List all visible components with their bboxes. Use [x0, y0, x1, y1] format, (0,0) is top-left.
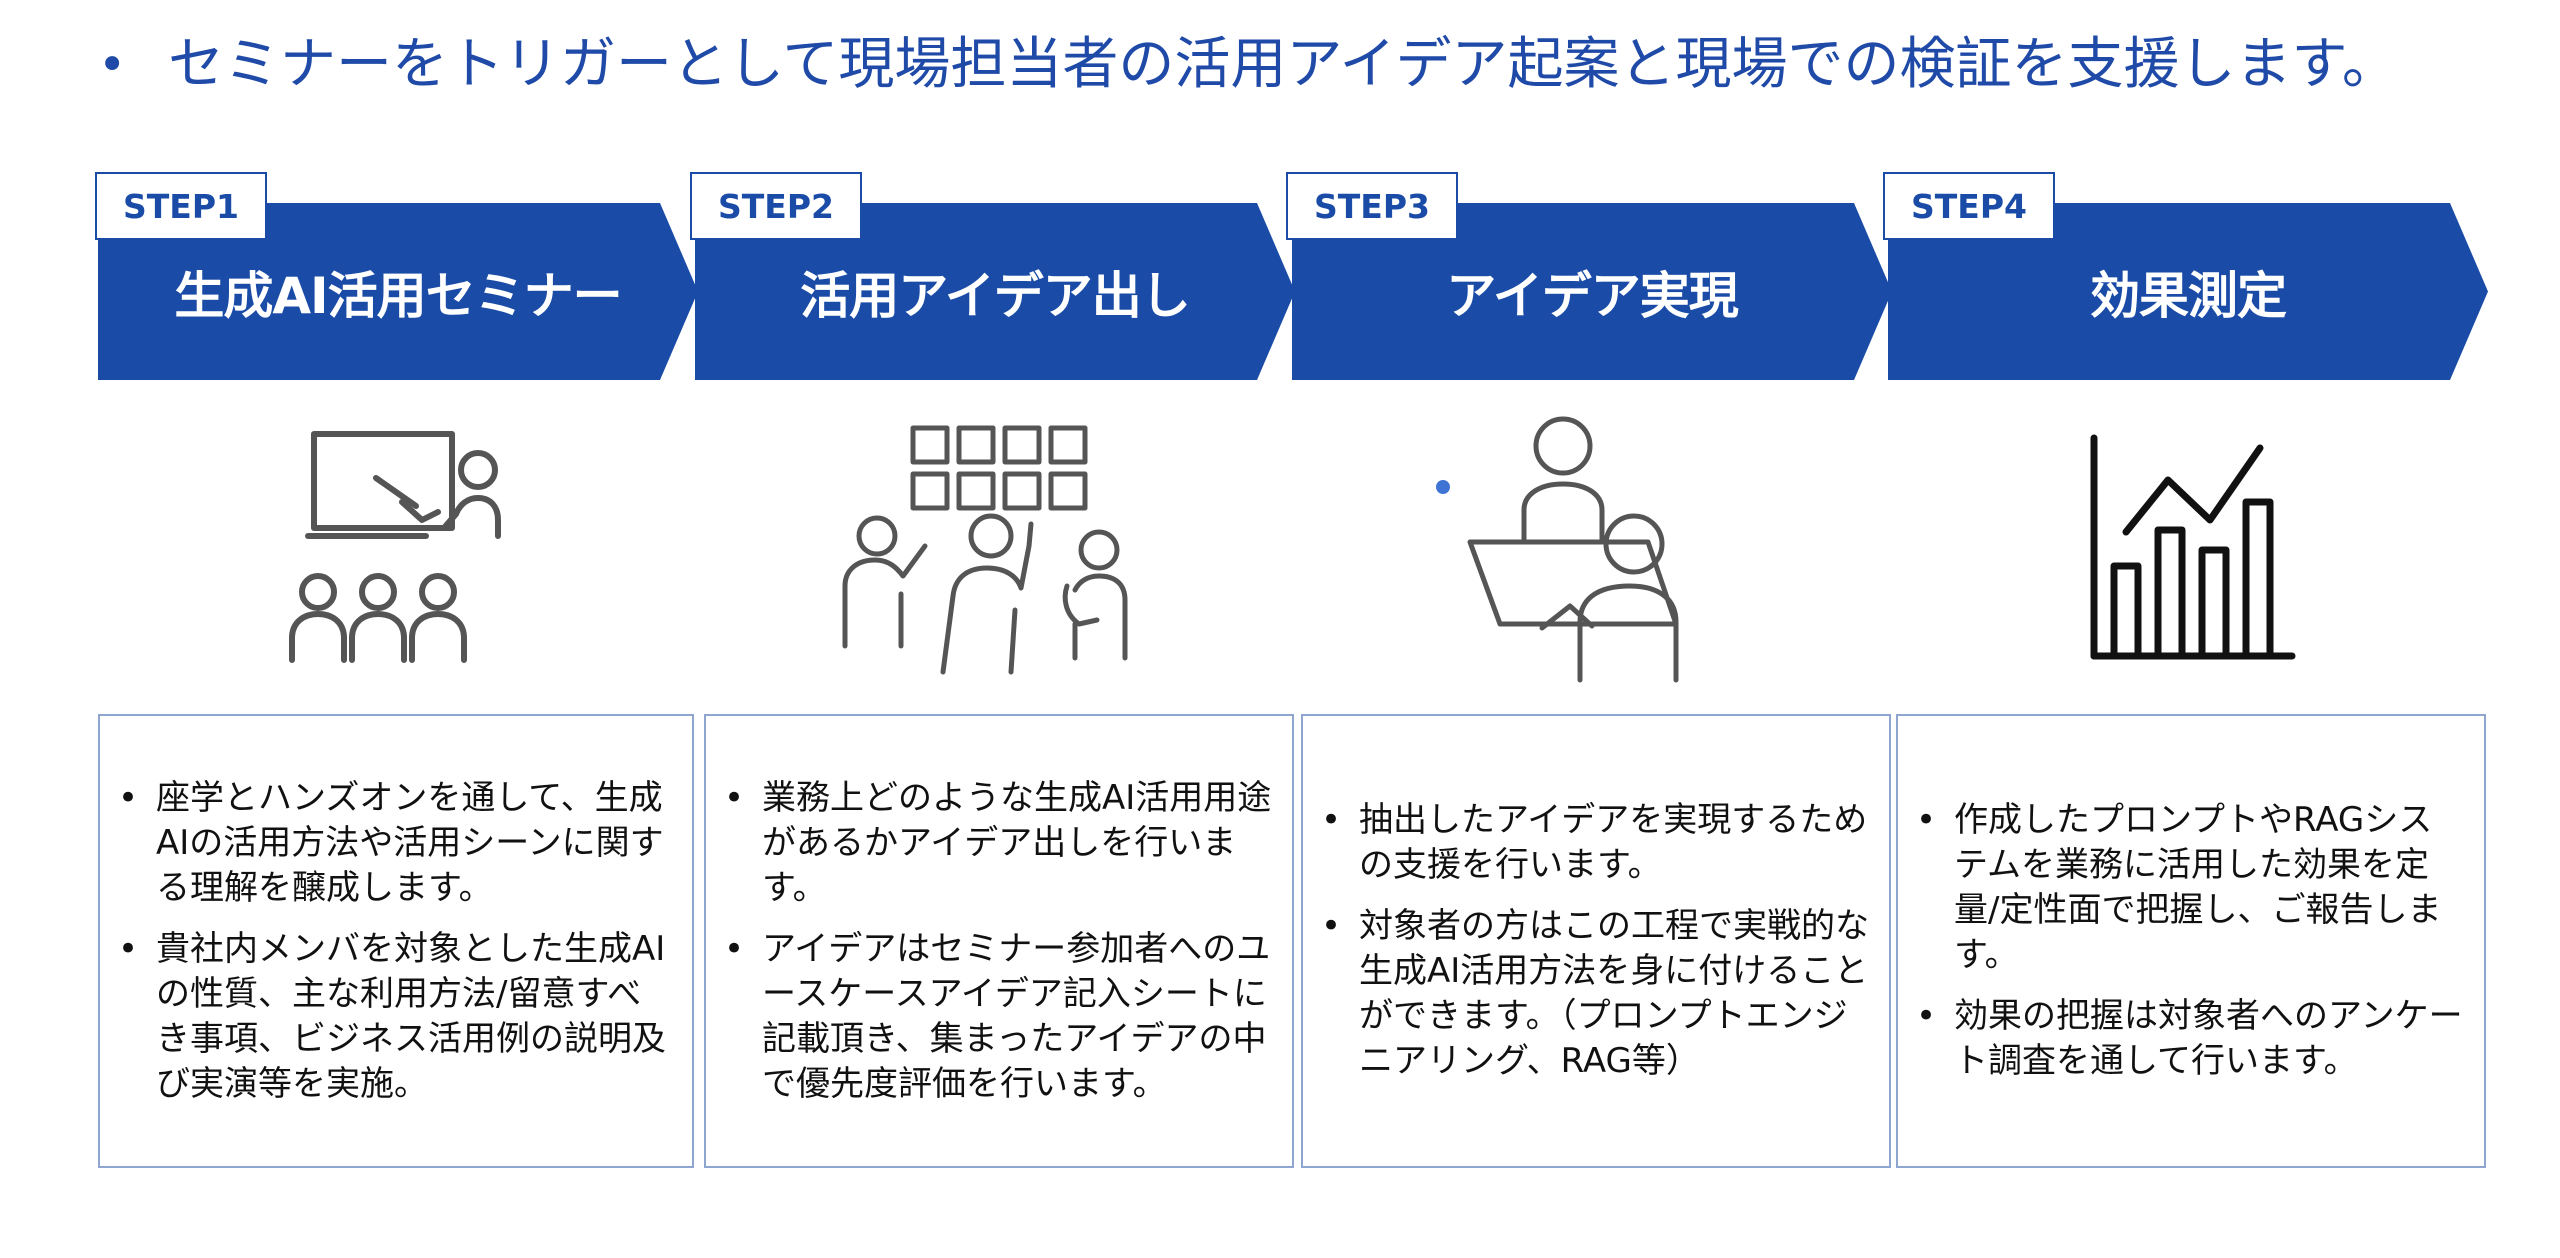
- bullet-item: 抽出したアイデアを実現するための支援を行います。: [1321, 798, 1871, 888]
- brainstorm-notes-icon: [835, 410, 1165, 700]
- step-description-card: 抽出したアイデアを実現するための支援を行います。 対象者の方はこの工程で実戦的な…: [1301, 714, 1891, 1168]
- step-description-card: 作成したプロンプトやRAGシステムを業務に活用した効果を定量/定性面で把握し、ご…: [1896, 714, 2486, 1168]
- bullet-list: 業務上どのような生成AI活用用途があるかアイデア出しを行います。 アイデアはセミ…: [706, 776, 1292, 1107]
- step-tag: STEP2: [690, 172, 862, 240]
- bullet-item: 対象者の方はこの工程で実戦的な生成AI活用方法を身に付けることができます。（プロ…: [1321, 904, 1871, 1084]
- step-title: 生成AI活用セミナー: [174, 266, 622, 325]
- bullet-list: 作成したプロンプトやRAGシステムを業務に活用した効果を定量/定性面で把握し、ご…: [1898, 798, 2484, 1084]
- growth-chart-icon: [2070, 410, 2300, 700]
- step-title: 活用アイデア出し: [800, 266, 1191, 325]
- bullet-item: 業務上どのような生成AI活用用途があるかアイデア出しを行います。: [724, 776, 1274, 911]
- step-tag: STEP1: [95, 172, 267, 240]
- bullet-item: 効果の把握は対象者へのアンケート調査を通して行います。: [1916, 994, 2466, 1084]
- bullet-item: アイデアはセミナー参加者へのユースケースアイデア記入シートに記載頂き、集まったア…: [724, 927, 1274, 1107]
- headline-text: セミナーをトリガーとして現場担当者の活用アイデア起案と現場での検証を支援します。: [168, 32, 2398, 97]
- headline: • セミナーをトリガーとして現場担当者の活用アイデア起案と現場での検証を支援しま…: [98, 20, 2518, 110]
- bullet-list: 抽出したアイデアを実現するための支援を行います。 対象者の方はこの工程で実戦的な…: [1303, 798, 1889, 1084]
- teacher-presentation-icon: [270, 410, 550, 700]
- step-title: アイデア実現: [1446, 266, 1739, 325]
- step-description-card: 業務上どのような生成AI活用用途があるかアイデア出しを行います。 アイデアはセミ…: [704, 714, 1294, 1168]
- step-description-card: 座学とハンズオンを通して、生成AIの活用方法や活用シーンに関する理解を醸成します…: [98, 714, 694, 1168]
- bullet-item: 作成したプロンプトやRAGシステムを業務に活用した効果を定量/定性面で把握し、ご…: [1916, 798, 2466, 978]
- bullet-list: 座学とハンズオンを通して、生成AIの活用方法や活用シーンに関する理解を醸成します…: [100, 776, 692, 1107]
- bullet-item: 座学とハンズオンを通して、生成AIの活用方法や活用シーンに関する理解を醸成します…: [118, 776, 674, 911]
- bullet-item: 貴社内メンバを対象とした生成AIの性質、主な利用方法/留意すべき事項、ビジネス活…: [118, 927, 674, 1107]
- headline-bullet: •: [98, 37, 127, 93]
- step-tag: STEP3: [1286, 172, 1458, 240]
- step-title: 効果測定: [2090, 266, 2287, 325]
- step-tag: STEP4: [1883, 172, 2055, 240]
- accent-dot: [1436, 480, 1450, 494]
- meeting-table-icon: [1430, 410, 1720, 700]
